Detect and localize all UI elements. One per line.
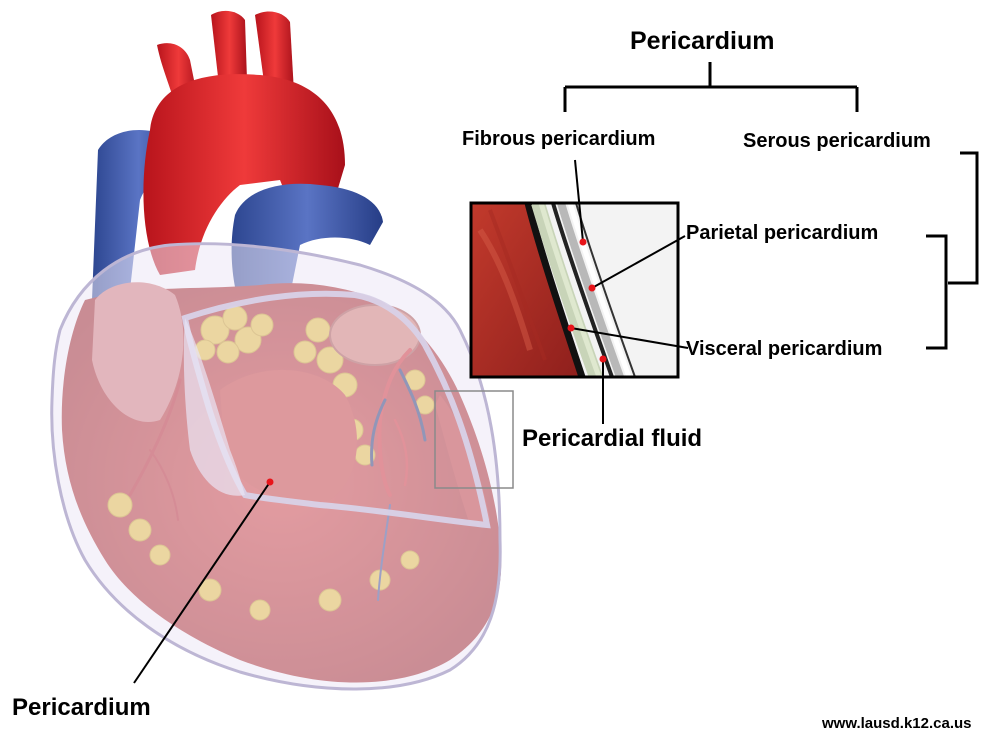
pericardium-layers-inset: [469, 201, 680, 379]
sac-leader: [133, 481, 271, 684]
fluid-marker: [599, 355, 607, 363]
fibrous-pericardium-label: Fibrous pericardium: [462, 128, 656, 150]
parietal-leader: [591, 235, 686, 289]
fibrous-leader: [574, 159, 584, 243]
pericardial-fluid-label: Pericardial fluid: [522, 425, 703, 452]
pericardial-sac: [50, 242, 502, 691]
markers: [266, 238, 607, 486]
parietal-pericardium-label: Parietal pericardium: [686, 222, 879, 244]
leader-lines: [133, 159, 689, 684]
sac-marker: [266, 478, 274, 486]
visceral-marker: [567, 324, 575, 332]
superior-vena-cava: [92, 130, 185, 300]
hierarchy-brackets: [563, 62, 979, 350]
inset-source-box: [434, 390, 514, 489]
aortic-arch: [143, 74, 345, 275]
top-bracket: [563, 62, 859, 112]
pericardium-sac-label: Pericardium: [12, 694, 151, 721]
heart-illustration: [50, 10, 514, 691]
visceral-leader: [570, 327, 689, 349]
hierarchy-title: Pericardium: [630, 27, 775, 55]
visceral-pericardium-label: Visceral pericardium: [686, 338, 883, 360]
serous-pericardium-label: Serous pericardium: [743, 130, 931, 152]
serous-bracket: [926, 151, 979, 350]
fibrous-marker: [579, 238, 587, 246]
sac-flap: [183, 318, 245, 496]
parietal-marker: [588, 284, 596, 292]
source-credit: www.lausd.k12.ca.us: [822, 715, 972, 732]
inset-frame: [469, 201, 680, 379]
